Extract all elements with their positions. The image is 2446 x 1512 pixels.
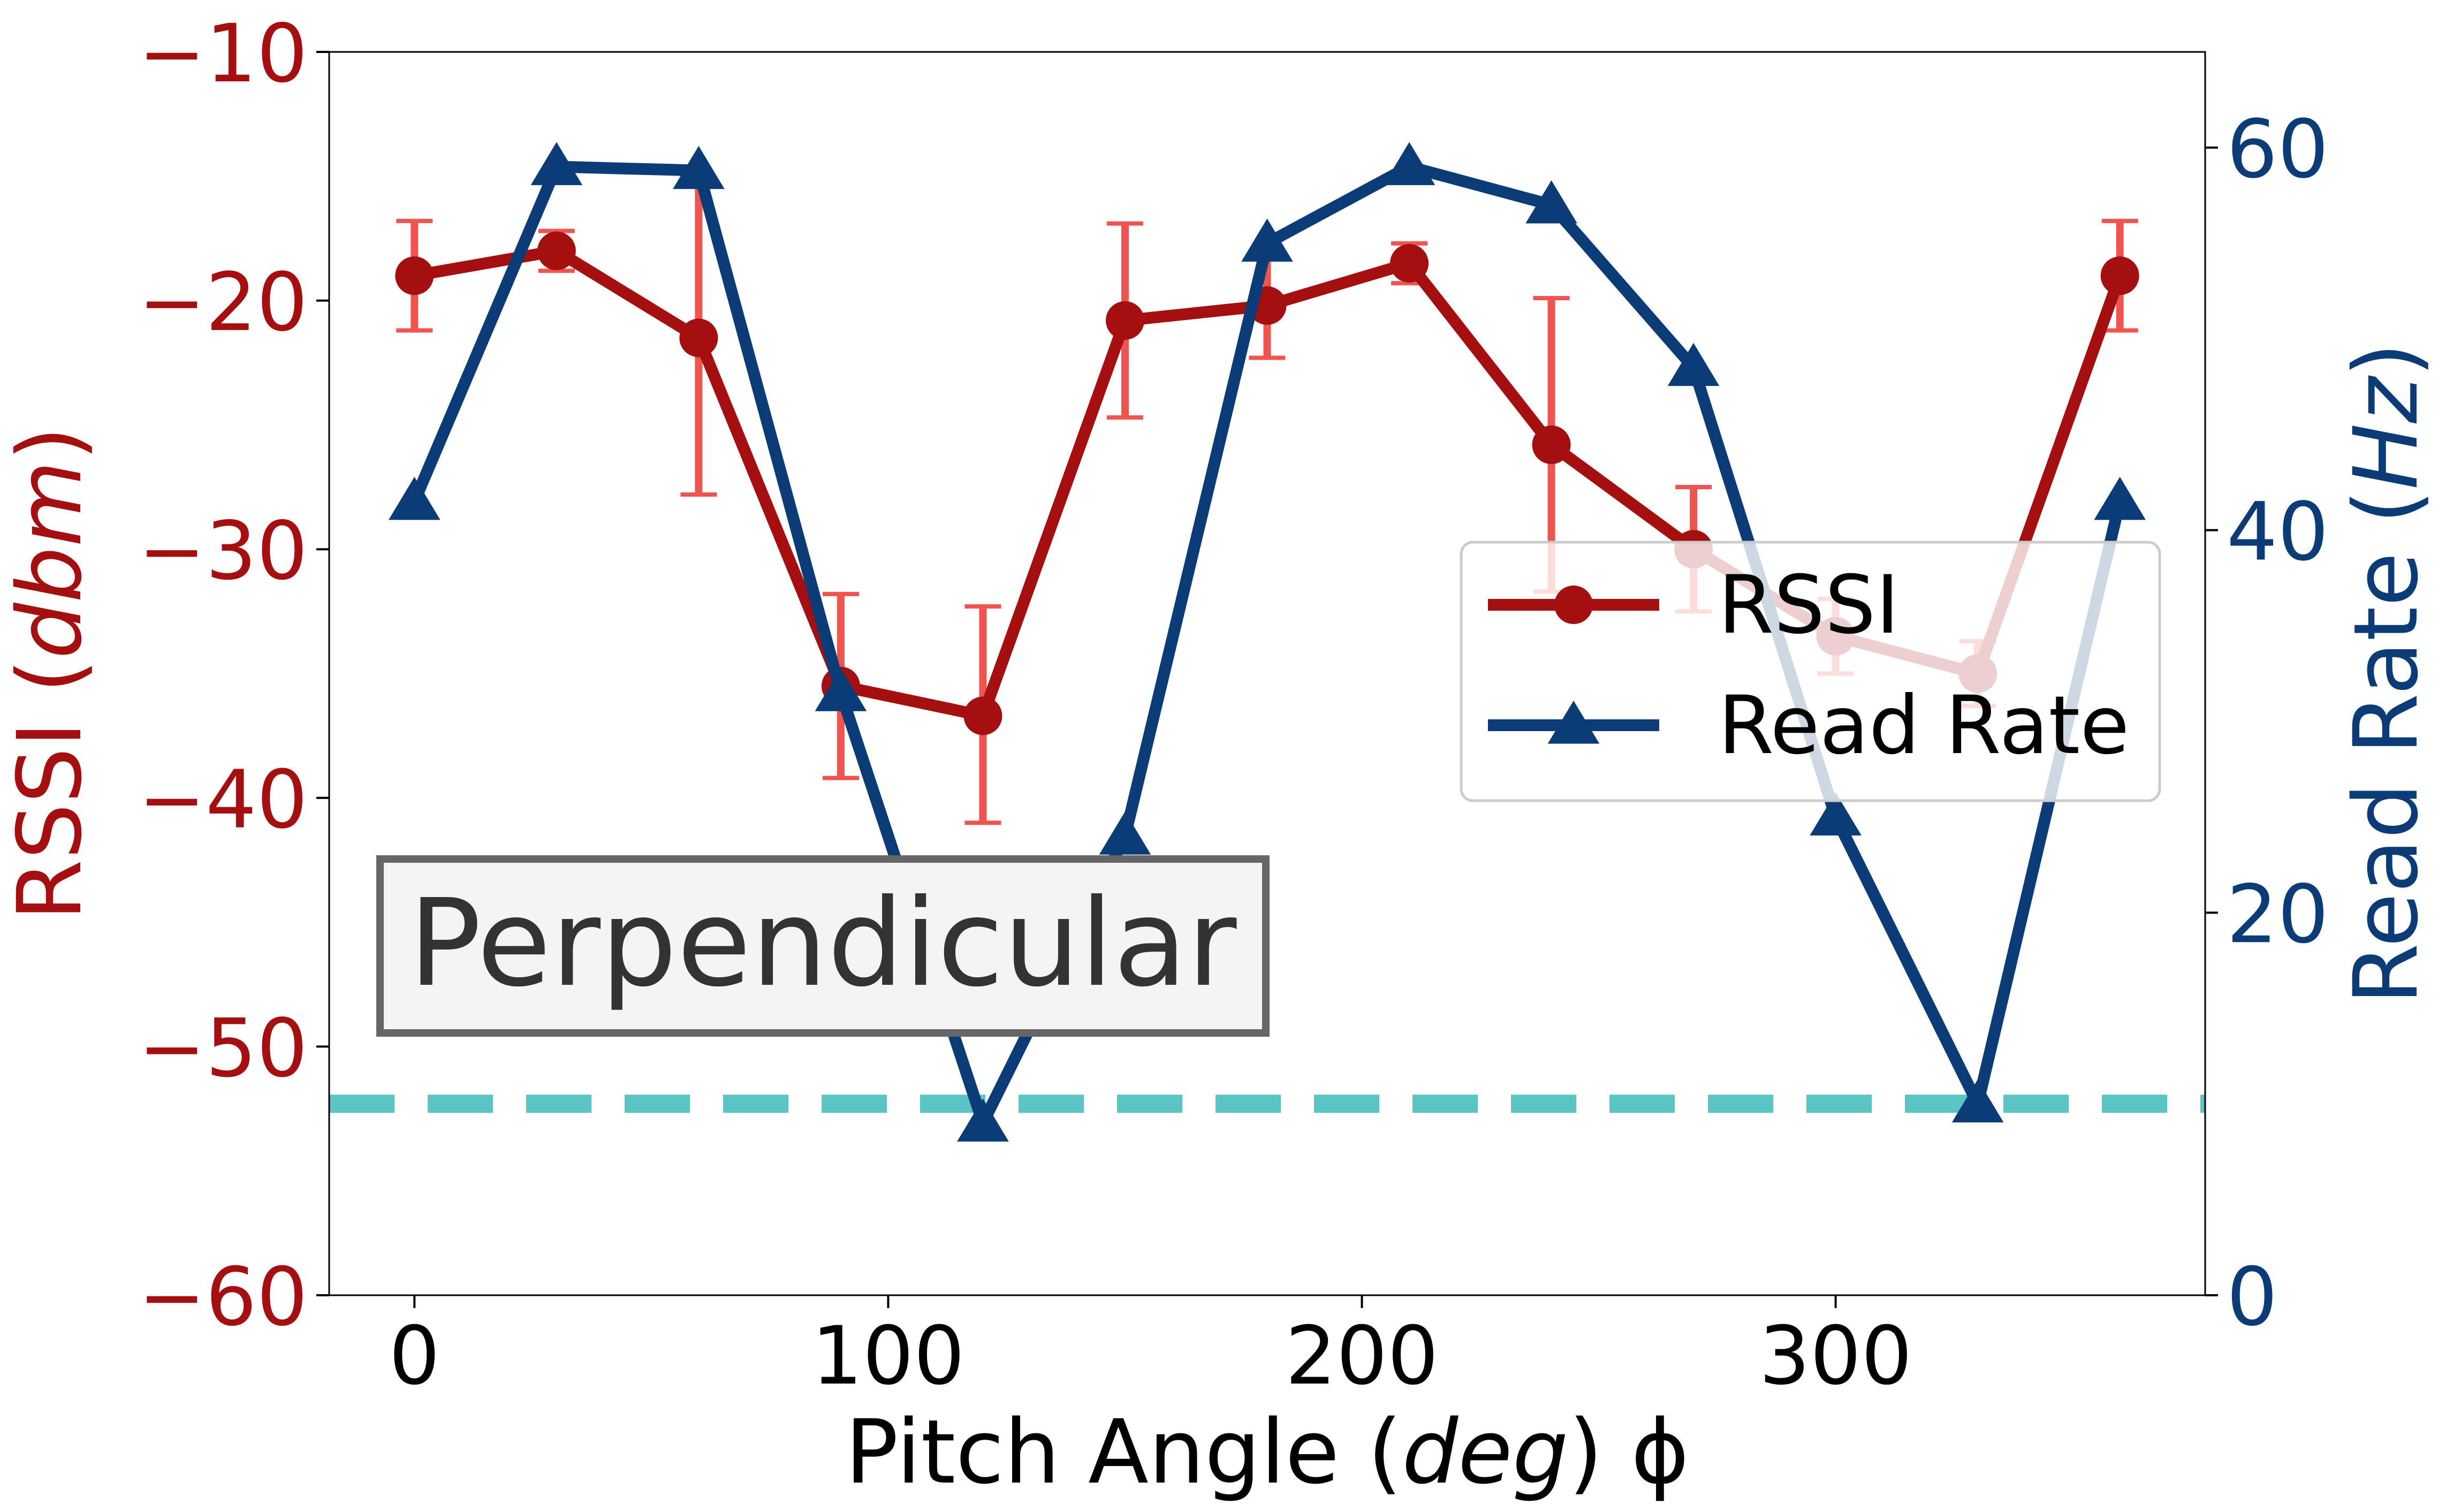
x-axis-label: Pitch Angle (deg) ϕ [845,1401,1689,1503]
y-left-tick-label: −20 [138,256,308,349]
read-rate-point [673,146,725,189]
read-rate-point [1241,218,1293,262]
y-right-tick-label: 60 [2227,103,2329,196]
x-tick-label: 200 [1285,1310,1438,1403]
read-rate-point [1667,343,1720,386]
y-left-tick-label: −50 [138,1002,308,1095]
rssi-point [679,318,718,358]
annotation-layer: Perpendicular [376,855,1270,1037]
y-left-tick-label: −40 [138,754,308,847]
y-right-tick-label: 40 [2227,485,2329,579]
rssi-point [2100,256,2139,295]
read-rate-point [2094,476,2146,520]
plot-frame [328,51,2206,1296]
y-left-tick-label: −10 [138,7,308,101]
x-tick-label: 300 [1759,1310,1912,1403]
read-rate-point [1810,792,1862,836]
legend-read-rate-label: Read Rate [1718,679,2130,772]
legend-layer: RSSI Read Rate [1460,541,2161,802]
y-left-tick-label: −60 [138,1251,308,1344]
read-rate-point [815,668,867,711]
annotation-text: Perpendicular [409,873,1237,1014]
x-tick-label: 0 [389,1310,440,1403]
y-right-tick-label: 0 [2227,1251,2277,1344]
y-right-axis-label: Read Rate (Hz) [2335,343,2437,1005]
read-rate-point [1951,1079,2004,1123]
read-rate-point [530,142,583,185]
axes-layer: 0 100 200 300 −60 −50 −40 −30 −20 −10 0 20 40 60Pitch… [0,7,2437,1503]
legend-read-rate-marker [1547,701,1600,744]
rssi-point [537,231,576,270]
read-rate-point [1383,142,1435,185]
y-left-tick-label: −30 [138,505,308,598]
y-left-axis-label: RSSI (dbm) [0,426,101,921]
read-rate-point [1099,811,1151,855]
y-right-tick-label: 20 [2227,868,2329,961]
rssi-point [395,256,434,295]
x-tick-label: 100 [811,1310,964,1403]
legend-rssi-marker [1554,586,1593,624]
rssi-point [1105,301,1144,340]
read-rate-point [389,476,440,520]
read-rate-point [1525,180,1577,224]
rssi-point [1532,426,1571,465]
read-rate-point [957,1098,1009,1142]
legend-rssi-label: RSSI [1718,559,1900,652]
rssi-point [963,696,1002,735]
annotation-box [376,855,1270,1037]
rssi-point [1390,244,1429,283]
